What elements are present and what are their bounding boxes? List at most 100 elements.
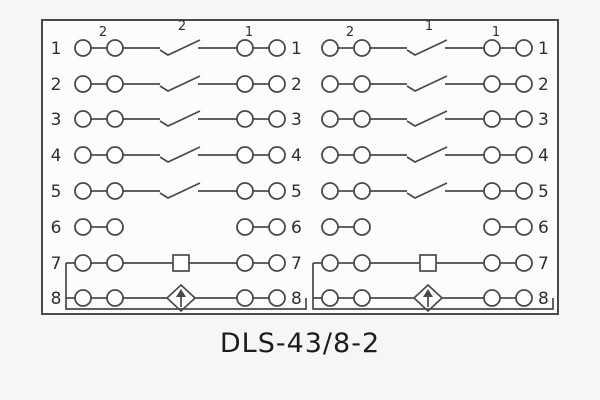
terminal-circle <box>515 39 533 57</box>
terminal-circle <box>353 182 371 200</box>
switch-blade <box>159 75 201 92</box>
terminal-circle <box>74 146 92 164</box>
terminal-circle <box>268 39 286 57</box>
terminal-circle <box>74 182 92 200</box>
row-label-left: 1 <box>51 39 62 59</box>
row-label-left: 4 <box>51 146 62 166</box>
terminal-circle <box>268 254 286 272</box>
diagram-border <box>41 19 559 315</box>
terminal-circle <box>268 182 286 200</box>
terminal-circle <box>106 110 124 128</box>
row-label-left: 5 <box>51 182 62 202</box>
row-label-right: 4 <box>291 146 302 166</box>
row-label-left: 2 <box>51 75 62 95</box>
terminal-circle <box>353 146 371 164</box>
row-label-right: 5 <box>538 182 549 202</box>
terminal-circle <box>74 289 92 307</box>
terminal-circle <box>321 218 339 236</box>
terminal-circle <box>74 75 92 93</box>
terminal-superscript: 1 <box>245 25 253 40</box>
row-label-right: 5 <box>291 182 302 202</box>
terminal-circle <box>483 218 501 236</box>
terminal-circle <box>515 146 533 164</box>
terminal-circle <box>106 182 124 200</box>
terminal-circle <box>321 39 339 57</box>
terminal-circle <box>268 218 286 236</box>
row-label-right: 7 <box>538 254 549 274</box>
terminal-circle <box>106 75 124 93</box>
terminal-circle <box>268 146 286 164</box>
row-label-right: 8 <box>291 289 302 309</box>
terminal-circle <box>321 75 339 93</box>
terminal-circle <box>483 289 501 307</box>
row-label-right: 3 <box>291 110 302 130</box>
model-caption: DLS-43/8-2 <box>219 328 381 359</box>
flag-square-symbol <box>419 254 437 272</box>
terminal-circle <box>106 254 124 272</box>
terminal-circle <box>483 110 501 128</box>
diode-arrow <box>176 289 186 297</box>
switch-blade <box>159 110 201 127</box>
switch-blade <box>159 146 201 163</box>
terminal-circle <box>106 218 124 236</box>
switch-superscript: 2 <box>178 19 186 34</box>
terminal-circle <box>483 39 501 57</box>
terminal-circle <box>268 289 286 307</box>
terminal-circle <box>353 254 371 272</box>
terminal-circle <box>236 110 254 128</box>
terminal-circle <box>353 110 371 128</box>
row-label-right: 4 <box>538 146 549 166</box>
terminal-circle <box>483 182 501 200</box>
row-label-right: 7 <box>291 254 302 274</box>
row-label-right: 8 <box>538 289 549 309</box>
terminal-circle <box>236 182 254 200</box>
terminal-circle <box>236 39 254 57</box>
terminal-circle <box>353 218 371 236</box>
row-label-left: 6 <box>51 218 62 238</box>
terminal-circle <box>321 146 339 164</box>
terminal-circle <box>74 39 92 57</box>
terminal-circle <box>236 75 254 93</box>
row-label-right: 6 <box>291 218 302 238</box>
terminal-circle <box>353 75 371 93</box>
row-label-right: 1 <box>291 39 302 59</box>
terminal-superscript: 1 <box>492 25 500 40</box>
switch-blade <box>406 110 448 127</box>
terminal-circle <box>74 110 92 128</box>
diode-arrow <box>423 289 433 297</box>
terminal-circle <box>515 182 533 200</box>
terminal-circle <box>515 289 533 307</box>
terminal-superscript: 2 <box>99 25 107 40</box>
terminal-circle <box>236 146 254 164</box>
terminal-circle <box>483 75 501 93</box>
row-label-left: 7 <box>51 254 62 274</box>
terminal-circle <box>236 289 254 307</box>
terminal-circle <box>515 218 533 236</box>
terminal-circle <box>483 254 501 272</box>
terminal-circle <box>106 146 124 164</box>
terminal-circle <box>236 254 254 272</box>
terminal-circle <box>268 110 286 128</box>
terminal-circle <box>268 75 286 93</box>
terminal-circle <box>321 289 339 307</box>
terminal-superscript: 2 <box>346 25 354 40</box>
switch-superscript: 1 <box>425 19 433 34</box>
terminal-circle <box>106 39 124 57</box>
terminal-circle <box>321 110 339 128</box>
row-label-right: 1 <box>538 39 549 59</box>
terminal-circle <box>515 110 533 128</box>
loop-wire <box>312 263 554 310</box>
terminal-circle <box>353 289 371 307</box>
row-label-right: 2 <box>538 75 549 95</box>
switch-blade <box>406 182 448 199</box>
terminal-circle <box>515 254 533 272</box>
terminal-circle <box>483 146 501 164</box>
terminal-circle <box>353 39 371 57</box>
row-label-right: 3 <box>538 110 549 130</box>
row-label-left: 3 <box>51 110 62 130</box>
switch-blade <box>406 146 448 163</box>
switch-blade <box>406 39 448 56</box>
row-label-right: 2 <box>291 75 302 95</box>
